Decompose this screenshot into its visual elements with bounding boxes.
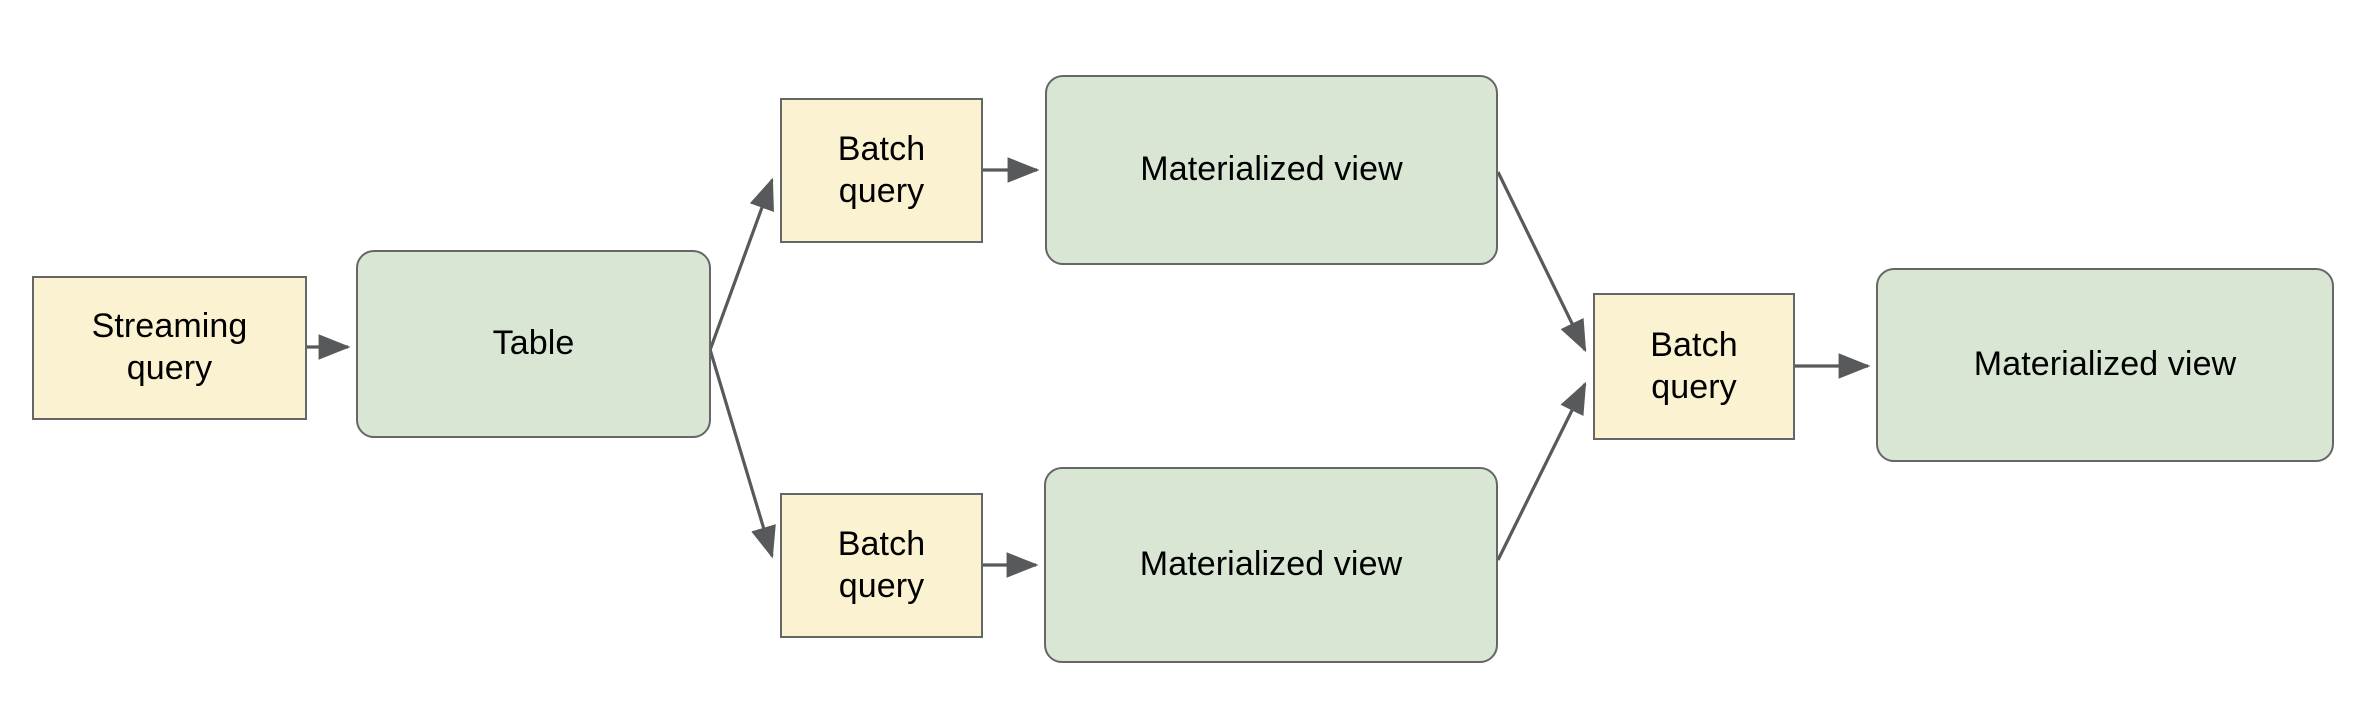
node-label: Materialized view (1140, 150, 1403, 189)
node-materialized-view-bottom[interactable]: Materialized view (1044, 467, 1498, 663)
node-streaming-query[interactable]: Streaming query (32, 276, 307, 420)
node-batch-query-join[interactable]: Batch query (1593, 293, 1795, 440)
edge-e7 (1496, 381, 1587, 561)
node-label: Table (492, 324, 575, 363)
node-label: Batch query (837, 129, 926, 210)
node-batch-query-bottom[interactable]: Batch query (780, 493, 983, 638)
node-batch-query-top[interactable]: Batch query (780, 98, 983, 243)
node-materialized-view-top[interactable]: Materialized view (1045, 75, 1498, 265)
node-label: Materialized view (1973, 345, 2237, 384)
node-label: Materialized view (1139, 545, 1403, 584)
node-table[interactable]: Table (356, 250, 711, 438)
node-label: Streaming query (91, 307, 248, 387)
node-label: Batch query (837, 524, 926, 605)
node-materialized-view-final[interactable]: Materialized view (1876, 268, 2334, 462)
node-label: Batch query (1650, 325, 1738, 406)
edge-e6 (1496, 171, 1587, 353)
